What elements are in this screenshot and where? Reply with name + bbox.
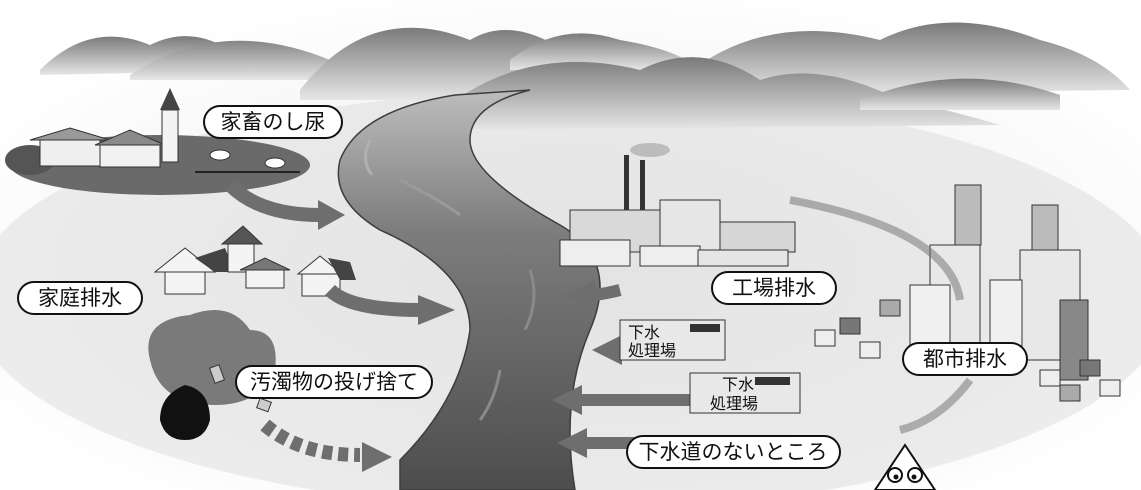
sewage-plant-2-label-top: 下水	[722, 375, 754, 394]
river	[337, 89, 601, 490]
label-no-sewer: 下水道のないところ	[626, 435, 841, 469]
sewage-plant-1-label-top: 下水	[628, 323, 660, 342]
sewage-plant-2-label-bottom: 処理場	[710, 394, 758, 413]
trash-bag-icon	[160, 385, 210, 440]
mascot-icon	[873, 443, 937, 490]
label-city: 都市排水	[902, 342, 1028, 376]
label-livestock-text: 家畜のし尿	[221, 110, 326, 134]
houses	[153, 225, 356, 297]
label-city-text: 都市排水	[923, 347, 1007, 371]
arrow-household	[325, 284, 421, 317]
label-household: 家庭排水	[17, 281, 143, 315]
label-household-text: 家庭排水	[38, 286, 122, 310]
small-houses	[814, 299, 1121, 402]
arrow-livestock	[225, 179, 321, 222]
label-factory-text: 工場排水	[732, 276, 816, 300]
label-livestock: 家畜のし尿	[203, 105, 343, 139]
label-no-sewer-text: 下水道のないところ	[639, 440, 828, 464]
arrow-heads	[318, 200, 622, 472]
arrow-city	[789, 196, 964, 301]
label-factory: 工場排水	[711, 271, 837, 305]
farm	[5, 88, 310, 195]
mountains	[40, 22, 1130, 131]
sewage-plant-1: 下水 処理場	[619, 319, 726, 361]
sewage-plant-1-label-bottom: 処理場	[628, 341, 676, 360]
factory	[559, 143, 796, 267]
cow-icon	[209, 149, 286, 169]
label-illegal-dumping-text: 汚濁物の投げ捨て	[250, 370, 418, 394]
label-illegal-dumping: 汚濁物の投げ捨て	[235, 365, 433, 399]
sewage-plant-2: 下水 処理場	[689, 372, 801, 414]
arrow-dumping	[260, 419, 361, 462]
arrow-city-low	[898, 377, 974, 434]
